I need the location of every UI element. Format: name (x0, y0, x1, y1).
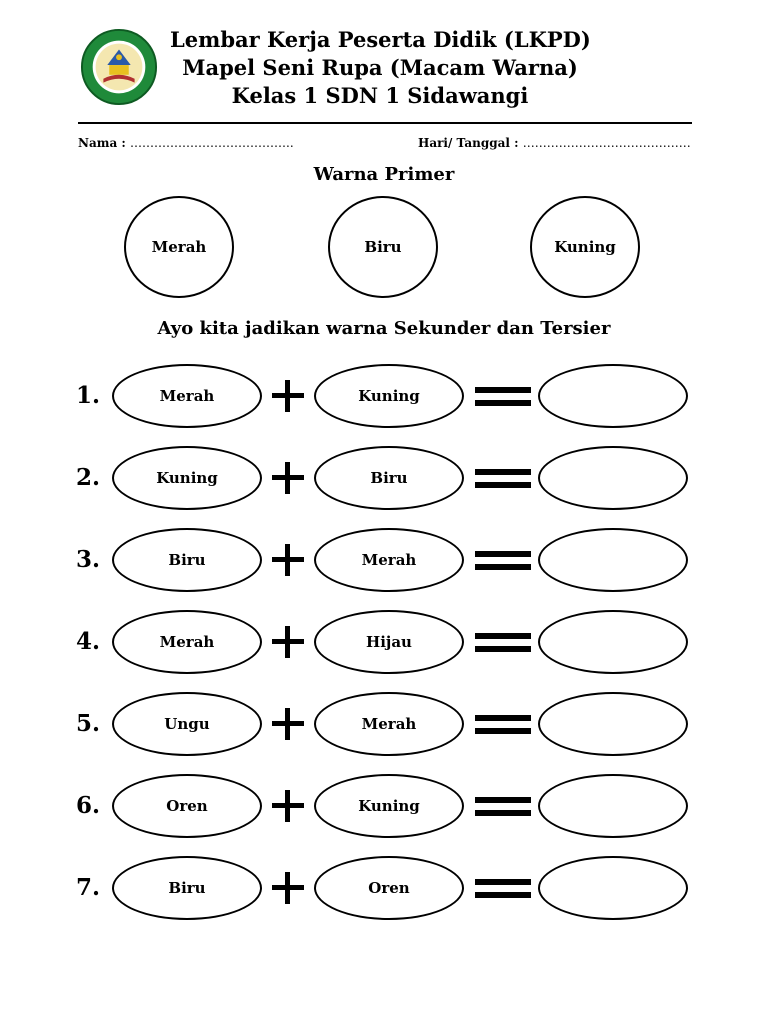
answer-oval[interactable] (538, 364, 688, 428)
title-line-2: Mapel Seni Rupa (Macam Warna) (182, 55, 578, 80)
row-number: 3. (76, 546, 101, 573)
name-label: Nama : (78, 136, 126, 150)
header-divider (78, 122, 692, 124)
color-b-oval: Oren (314, 856, 464, 920)
row-number: 2. (76, 464, 101, 491)
color-b-oval: Kuning (314, 364, 464, 428)
primary-color-circle: Kuning (530, 196, 640, 298)
equals-icon (475, 551, 531, 570)
school-logo (80, 28, 158, 106)
equals-icon (475, 469, 531, 488)
date-label: Hari/ Tanggal : (418, 136, 519, 150)
plus-icon (272, 380, 304, 412)
color-a-oval: Ungu (112, 692, 262, 756)
color-a-oval: Merah (112, 364, 262, 428)
plus-icon (272, 544, 304, 576)
row-number: 5. (76, 710, 101, 737)
exercise-row: 1. Merah Kuning (0, 364, 768, 430)
exercise-row: 6. Oren Kuning (0, 774, 768, 840)
exercise-row: 7. Biru Oren (0, 856, 768, 922)
row-number: 6. (76, 792, 101, 819)
color-a-oval: Kuning (112, 446, 262, 510)
row-number: 7. (76, 874, 101, 901)
equals-icon (475, 633, 531, 652)
plus-icon (272, 790, 304, 822)
exercise-row: 4. Merah Hijau (0, 610, 768, 676)
color-b-oval: Kuning (314, 774, 464, 838)
primary-title: Warna Primer (313, 164, 455, 185)
equals-icon (475, 715, 531, 734)
exercise-row: 5. Ungu Merah (0, 692, 768, 758)
color-b-oval: Hijau (314, 610, 464, 674)
color-a-oval: Oren (112, 774, 262, 838)
date-field: Hari/ Tanggal : …………………………………… (418, 136, 691, 150)
primary-color-circle: Merah (124, 196, 234, 298)
answer-oval[interactable] (538, 774, 688, 838)
equals-icon (475, 879, 531, 898)
color-a-oval: Merah (112, 610, 262, 674)
answer-oval[interactable] (538, 446, 688, 510)
exercise-row: 3. Biru Merah (0, 528, 768, 594)
equals-icon (475, 797, 531, 816)
color-b-oval: Merah (314, 528, 464, 592)
primary-color-circle: Biru (328, 196, 438, 298)
name-field: Nama : ………………………………….. (78, 136, 294, 150)
row-number: 4. (76, 628, 101, 655)
exercise-row: 2. Kuning Biru (0, 446, 768, 512)
plus-icon (272, 626, 304, 658)
name-blank: ………………………………….. (130, 136, 294, 150)
color-a-oval: Biru (112, 528, 262, 592)
plus-icon (272, 462, 304, 494)
answer-oval[interactable] (538, 610, 688, 674)
title-line-1: Lembar Kerja Peserta Didik (LKPD) (170, 27, 591, 52)
date-blank: …………………………………… (522, 136, 691, 150)
color-b-oval: Biru (314, 446, 464, 510)
row-number: 1. (76, 382, 101, 409)
color-b-oval: Merah (314, 692, 464, 756)
plus-icon (272, 872, 304, 904)
title-line-3: Kelas 1 SDN 1 Sidawangi (231, 83, 529, 108)
answer-oval[interactable] (538, 692, 688, 756)
answer-oval[interactable] (538, 528, 688, 592)
plus-icon (272, 708, 304, 740)
header-title: Lembar Kerja Peserta Didik (LKPD) Mapel … (170, 26, 591, 110)
color-a-oval: Biru (112, 856, 262, 920)
answer-oval[interactable] (538, 856, 688, 920)
exercise-title: Ayo kita jadikan warna Sekunder dan Ters… (157, 318, 611, 339)
equals-icon (475, 387, 531, 406)
